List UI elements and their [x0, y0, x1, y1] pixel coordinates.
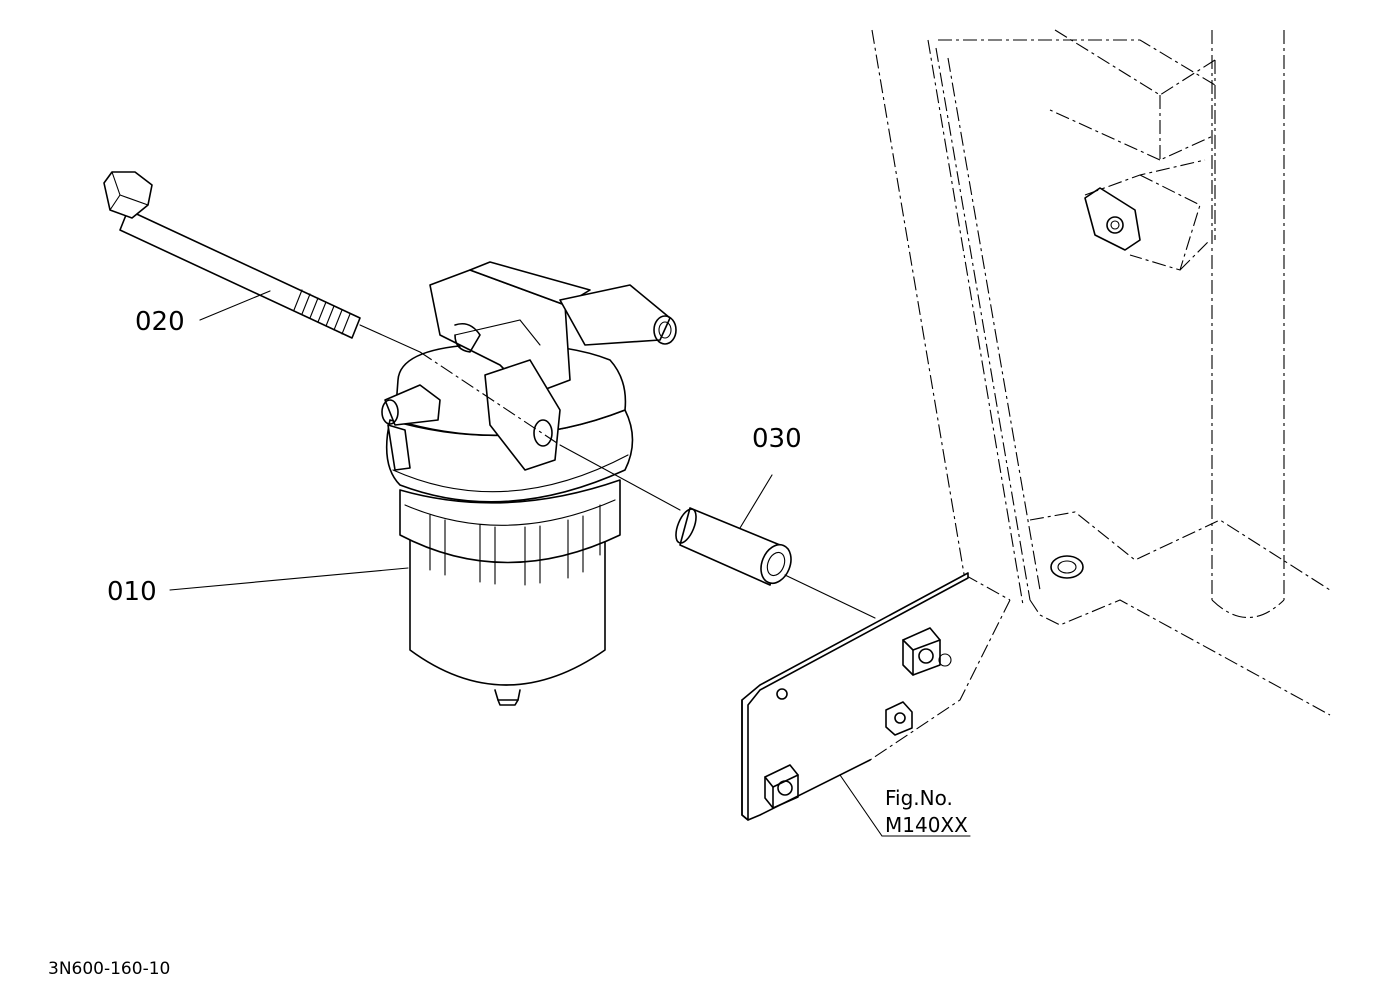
drawing-code: 3N600-160-10	[48, 959, 170, 979]
part-label-010: 010	[107, 577, 157, 607]
figure-number: M140XX	[885, 813, 968, 837]
part-label-020: 020	[135, 307, 185, 337]
bracket-nut	[1084, 187, 1141, 251]
tractor-frame-outline	[869, 29, 1331, 761]
assembly-center-line	[359, 324, 876, 619]
leader-020	[199, 290, 271, 321]
leader-fig	[839, 774, 971, 837]
fuel-filter	[381, 261, 677, 706]
mounting-bracket	[741, 572, 969, 821]
weld-nut-middle	[885, 701, 913, 736]
figure-label: Fig.No.	[885, 786, 953, 810]
spacer-collar	[675, 507, 792, 586]
weld-nut-upper	[902, 627, 952, 676]
leader-lines	[169, 290, 971, 837]
base-plate-hole	[1050, 555, 1084, 579]
leader-010	[169, 567, 409, 591]
weld-nut-lower	[764, 764, 799, 809]
part-label-030: 030	[752, 424, 802, 454]
leader-030	[739, 474, 773, 529]
long-bolt	[103, 171, 361, 339]
